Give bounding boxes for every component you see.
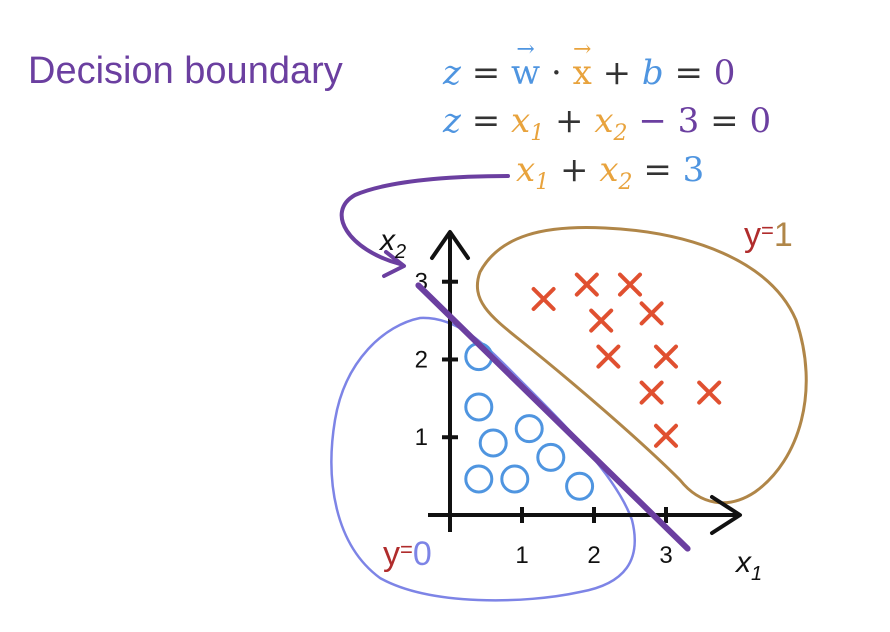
cross-marker-icon	[697, 380, 722, 405]
cross-marker-icon	[639, 380, 664, 405]
eq2-equals-2: =	[710, 101, 739, 141]
eq1-b: b	[641, 53, 664, 93]
eq1-equals: =	[471, 53, 501, 93]
eq2-zero: 0	[749, 101, 772, 141]
equation-dot-product: z = →w · →x + b = 0	[443, 39, 736, 93]
vector-arrow-icon: →	[572, 37, 592, 62]
region-outline-y0	[330, 316, 637, 602]
x-axis-label: x1	[734, 546, 762, 585]
eq2-x2-sub: 2	[613, 120, 628, 146]
circle-marker-icon	[464, 464, 494, 494]
cross-marker-icon	[531, 287, 556, 311]
eq2-minus: −	[638, 101, 667, 141]
eq1-dot: ·	[550, 53, 562, 93]
data-markers	[464, 272, 722, 501]
eq1-x: x	[572, 53, 592, 93]
eq2-x1-base: x	[511, 101, 531, 141]
annotation-arrow-head-icon	[382, 250, 406, 278]
circle-marker-icon	[464, 392, 494, 422]
y-axis-label: x2	[378, 224, 406, 263]
eq2-x2-base: x	[594, 101, 614, 141]
eq1-equals-2: =	[674, 53, 703, 93]
label-y-equals-1: y=1	[744, 216, 793, 254]
x-tick-label: 1	[515, 542, 528, 569]
eq3-x1-base: x	[516, 150, 536, 190]
annotation-arrow	[339, 174, 510, 266]
y-tick-label: 2	[415, 346, 428, 373]
circle-marker-icon	[478, 428, 508, 458]
vector-arrow-icon: →	[516, 37, 535, 62]
eq3-x1-sub: 1	[535, 169, 550, 195]
eq1-x-vector: →x	[572, 39, 592, 93]
eq2-three: 3	[677, 101, 700, 141]
x-axis-arrow-icon	[710, 495, 742, 535]
cross-marker-icon	[574, 272, 599, 297]
eq3-equals: =	[643, 150, 672, 190]
equation-expanded: z = x1 + x2 − 3 = 0	[443, 104, 771, 145]
eq2-z: z	[443, 101, 461, 141]
circle-marker-icon	[500, 464, 530, 494]
eq2-x1: x1	[511, 101, 544, 144]
eq1-plus: +	[602, 53, 632, 93]
x-tick-label: 2	[587, 542, 600, 569]
circle-marker-icon	[565, 471, 595, 501]
decision-boundary-line	[415, 282, 691, 552]
y-tick-label: 1	[415, 424, 428, 451]
eq1-w: w	[511, 53, 541, 93]
cross-marker-icon	[654, 344, 678, 369]
eq2-x2: x2	[594, 101, 627, 144]
y-axis-arrow-icon	[430, 230, 470, 260]
eq3-x2-sub: 2	[618, 169, 633, 195]
cross-marker-icon	[618, 272, 642, 297]
circle-marker-icon	[536, 442, 566, 472]
cross-marker-icon	[639, 301, 664, 326]
equation-boundary: x1 + x2 = 3	[516, 153, 704, 194]
eq2-x1-sub: 1	[530, 120, 545, 146]
circle-marker-icon	[514, 414, 544, 444]
eq3-x2: x2	[599, 150, 632, 193]
x-tick-label: 3	[659, 542, 672, 569]
eq3-three: 3	[682, 150, 705, 190]
label-y-equals-0: y=0	[383, 535, 432, 573]
region-outline-y1	[475, 226, 808, 505]
eq2-equals: =	[471, 101, 501, 141]
slide-title: Decision boundary	[28, 50, 343, 92]
eq1-z: z	[443, 53, 461, 93]
eq3-plus: +	[560, 150, 589, 190]
eq1-zero: 0	[713, 53, 736, 93]
cross-marker-icon	[596, 344, 621, 369]
eq2-plus: +	[555, 101, 584, 141]
eq3-x1: x1	[516, 150, 549, 193]
eq3-x2-base: x	[599, 150, 619, 190]
cross-marker-icon	[654, 423, 678, 448]
cross-marker-icon	[589, 308, 614, 333]
eq1-w-vector: →w	[511, 39, 541, 93]
